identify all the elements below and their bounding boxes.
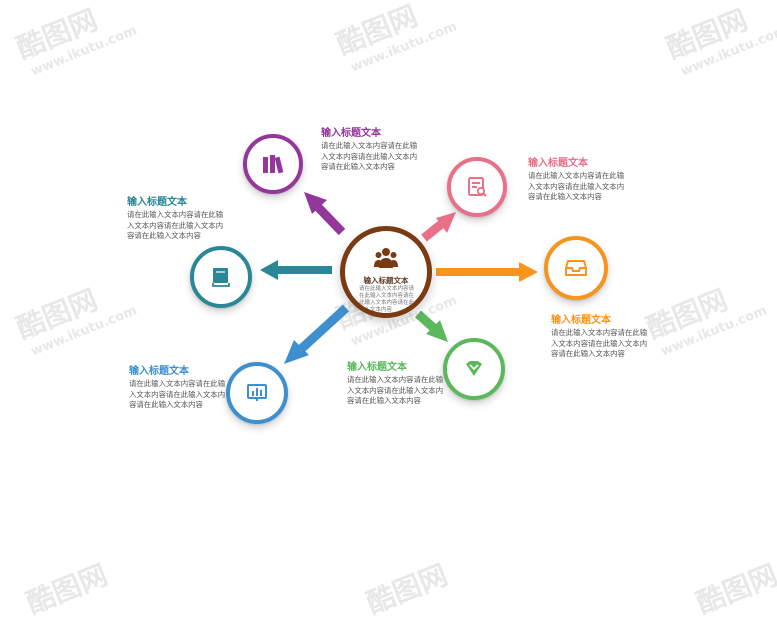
arrow-teal	[260, 260, 332, 280]
node-teal	[190, 246, 252, 308]
arrow-blue	[284, 304, 350, 364]
presentation-chart-icon	[247, 384, 267, 401]
arrow-orange	[436, 262, 538, 282]
node-orange	[544, 236, 608, 300]
title-teal: 输入标题文本	[127, 197, 187, 208]
inbox-tray-icon	[565, 260, 587, 276]
connector-arrows	[260, 192, 538, 364]
title-green: 输入标题文本	[347, 362, 407, 373]
people-group-icon	[374, 248, 398, 268]
books-icon	[263, 155, 284, 174]
desc-green: 请在此输入文本内容请在此输入文本内容请在此输入文本内容请在此输入文本内容	[347, 375, 444, 405]
desc-purple: 请在此输入文本内容请在此输入文本内容请在此输入文本内容请在此输入文本内容	[321, 141, 418, 171]
title-blue: 输入标题文本	[129, 366, 189, 377]
node-blue	[226, 362, 288, 424]
book-icon	[212, 268, 230, 287]
title-orange: 输入标题文本	[551, 315, 611, 326]
desc-teal: 请在此输入文本内容请在此输入文本内容请在此输入文本内容请在此输入文本内容	[127, 210, 224, 240]
center-node: 输入标题文本 请在此输入文本内容请在此输入文本内容请在此输入文本内容请在此输入文…	[340, 226, 432, 318]
arrow-pink	[421, 212, 456, 242]
document-search-icon	[468, 177, 487, 197]
node-green	[443, 338, 505, 400]
node-purple	[243, 134, 303, 194]
diamond-shield-icon	[466, 361, 482, 376]
title-purple: 输入标题文本	[321, 128, 381, 139]
center-desc: 请在此输入文本内容请在此输入文本内容请在此输入文本内容请在此输入文本内容	[359, 286, 415, 313]
desc-pink: 请在此输入文本内容请在此输入文本内容请在此输入文本内容请在此输入文本内容	[528, 171, 625, 201]
title-pink: 输入标题文本	[528, 158, 588, 169]
desc-orange: 请在此输入文本内容请在此输入文本内容请在此输入文本内容请在此输入文本内容	[551, 328, 648, 358]
desc-blue: 请在此输入文本内容请在此输入文本内容请在此输入文本内容请在此输入文本内容	[129, 379, 226, 409]
arrow-purple	[304, 192, 346, 236]
node-pink	[447, 157, 507, 217]
arrow-green	[415, 310, 448, 342]
center-title: 输入标题文本	[363, 276, 409, 285]
